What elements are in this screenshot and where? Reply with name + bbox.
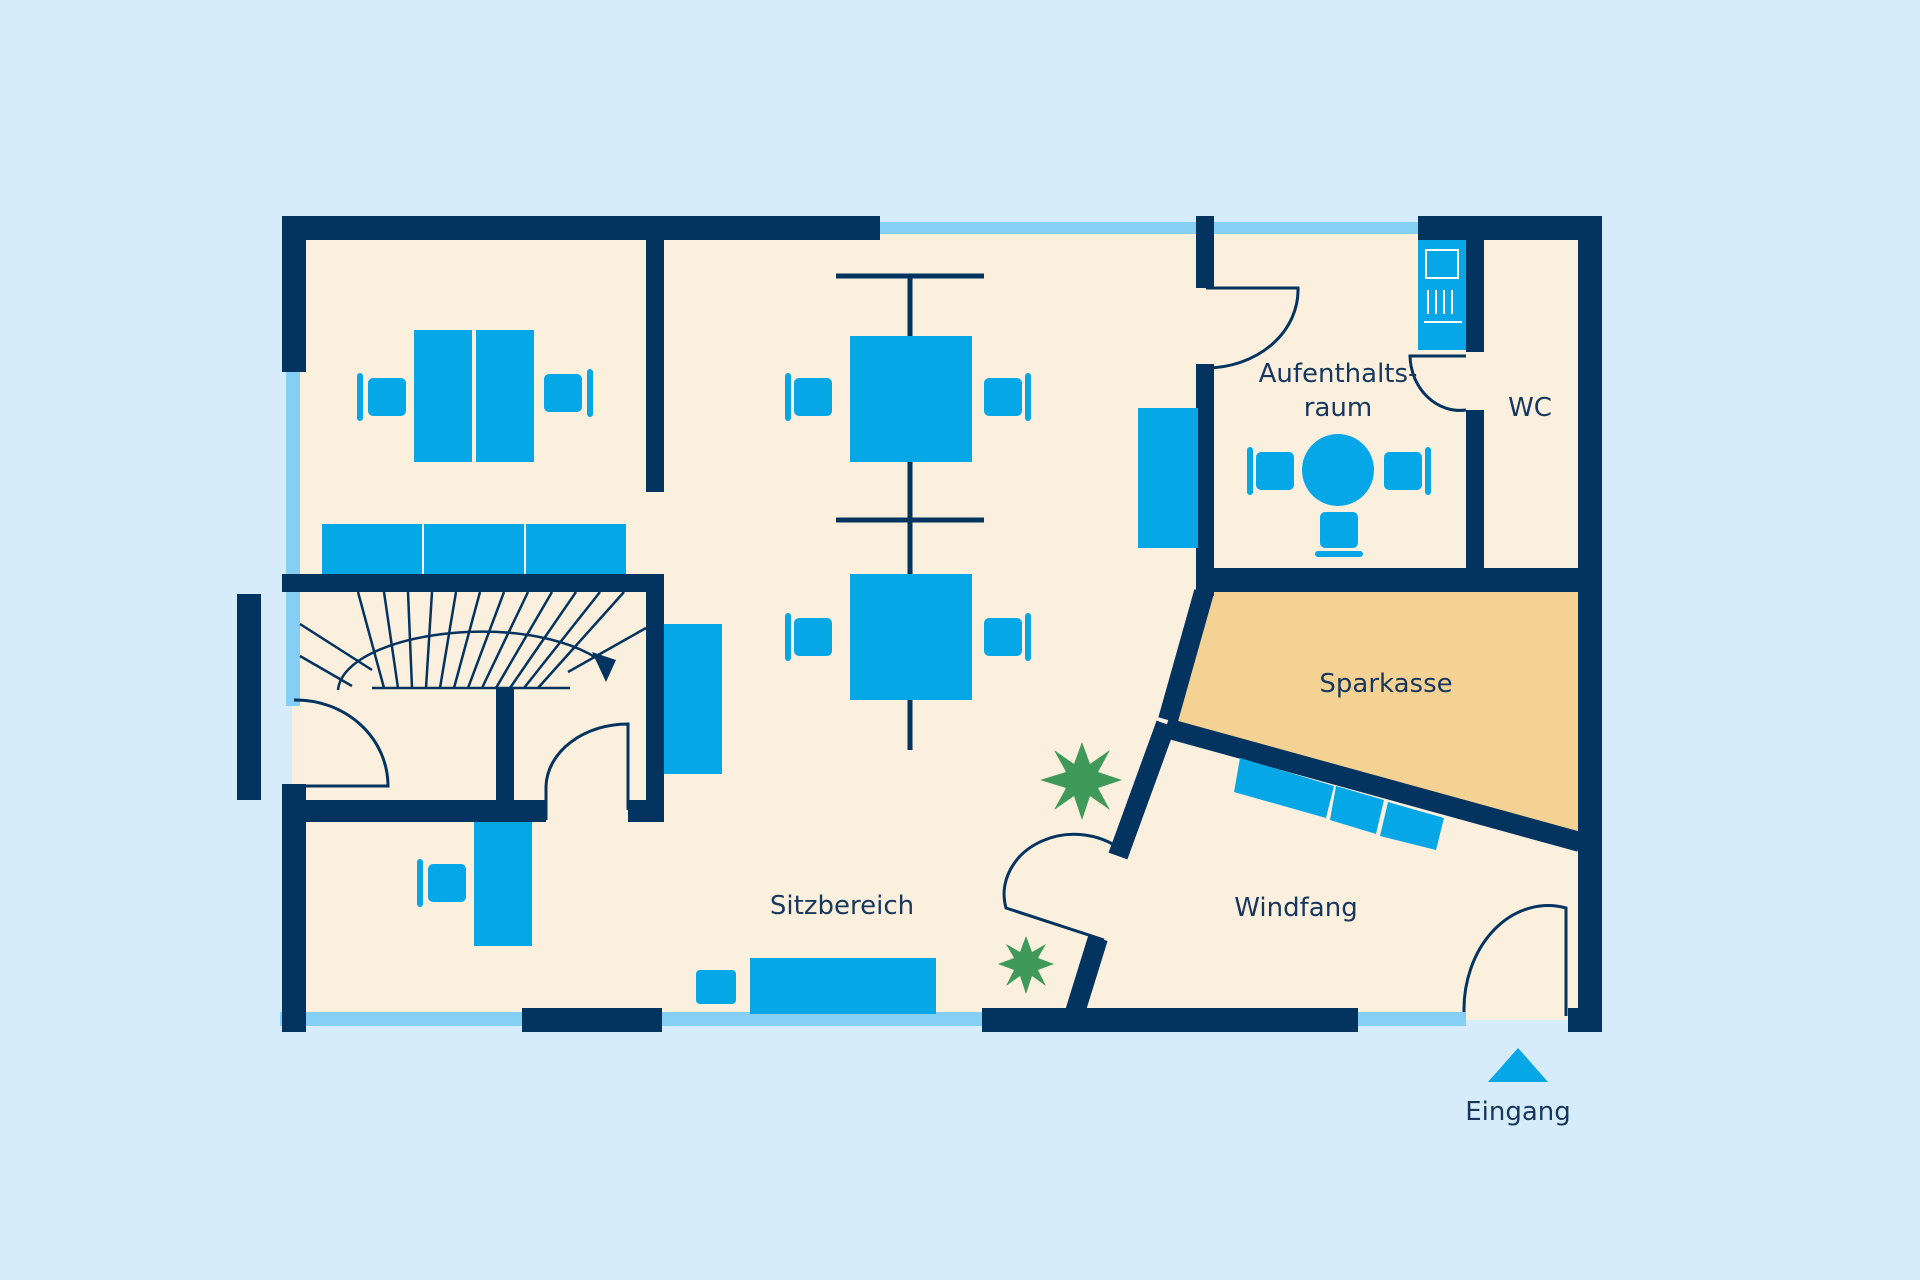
label-wc: WC [1508,393,1552,423]
stair-direction-arrow [592,652,616,682]
label-sparkasse: Sparkasse [1319,669,1452,699]
label-sitzbereich: Sitzbereich [770,891,914,921]
label-aufenthaltsraum-line2: raum [1304,393,1372,423]
triangle-up-icon [1488,1048,1548,1082]
potted-plant-icon [998,936,1054,994]
label-aufenthaltsraum-line1: Aufenthalts- [1259,359,1418,389]
label-eingang: Eingang [1465,1097,1571,1127]
chairs [357,369,1431,907]
doors [293,286,1568,1016]
sparkasse-room [1176,592,1580,840]
angled-walls [1062,589,1583,1025]
furniture [322,240,1466,1014]
potted-plant-icon [1040,742,1122,820]
kitchenette-sink [1424,249,1462,323]
staircase [299,591,647,691]
walls [237,216,1602,1032]
label-windfang: Windfang [1234,893,1357,923]
